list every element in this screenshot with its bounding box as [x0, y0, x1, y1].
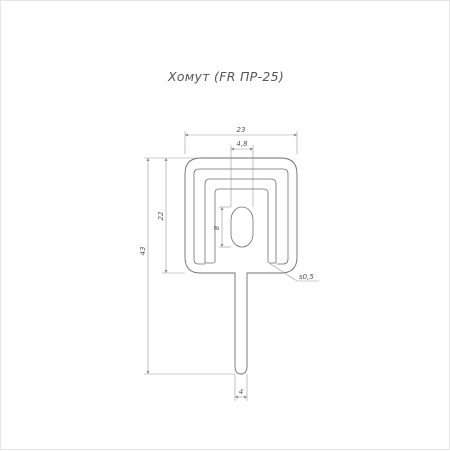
- oval-slot: [230, 206, 254, 248]
- dim-label-thickness: s0,5: [299, 273, 314, 281]
- dim-label-slot-height: 8: [213, 225, 221, 230]
- dim-label-total-height: 43: [139, 247, 147, 256]
- dim-label-inner-height: 22: [157, 211, 165, 220]
- dim-label-overall-width: 23: [237, 126, 246, 134]
- dim-label-stem-width: 4: [239, 388, 243, 396]
- leader-thickness: [268, 262, 298, 282]
- drawing-title: Хомут (FR ПР-25): [167, 69, 285, 84]
- dim-label-slot-width: 4,8: [236, 140, 248, 148]
